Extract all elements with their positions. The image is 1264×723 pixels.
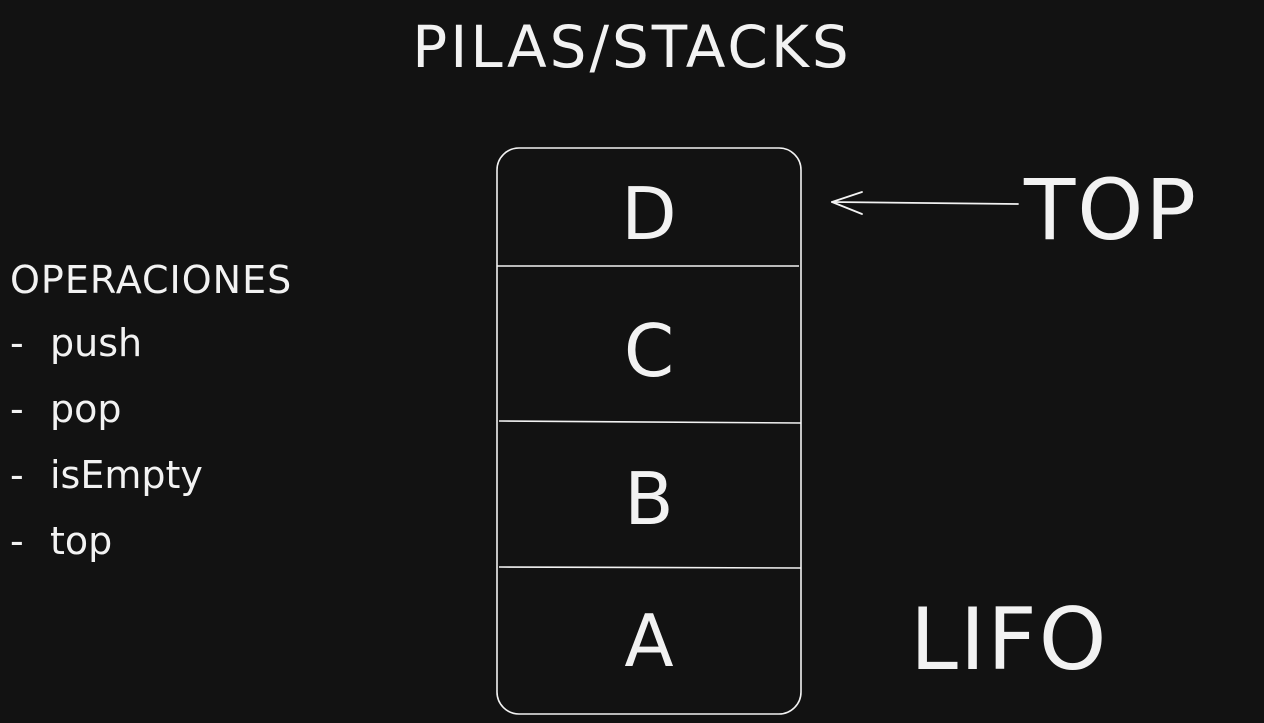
operation-bullet: -	[10, 321, 24, 365]
operation-bullet: -	[10, 453, 24, 497]
operation-item-pop: -pop	[10, 376, 292, 442]
stack-cell-c: C	[623, 309, 675, 393]
top-label: TOP	[1024, 161, 1199, 259]
stack-cell-d: D	[621, 172, 677, 256]
stack-cell-a: A	[624, 599, 674, 683]
operation-label: isEmpty	[50, 453, 203, 497]
operation-label: pop	[50, 387, 122, 431]
top-pointer-arrow	[831, 191, 1019, 215]
lifo-label: LIFO	[910, 590, 1109, 690]
diagram-title: PILAS/STACKS	[412, 13, 852, 81]
stack-cell-b: B	[624, 457, 674, 541]
operation-item-isempty: -isEmpty	[10, 442, 292, 508]
stack-divider	[498, 566, 802, 569]
operation-bullet: -	[10, 519, 24, 563]
operation-label: top	[50, 519, 113, 563]
operation-item-push: -push	[10, 310, 292, 376]
operations-panel: OPERACIONES -push -pop -isEmpty -top	[10, 250, 292, 574]
stack-divider	[498, 420, 802, 424]
operations-list: -push -pop -isEmpty -top	[10, 310, 292, 574]
operations-heading: OPERACIONES	[10, 258, 293, 302]
operation-item-top: -top	[10, 508, 292, 574]
operation-bullet: -	[10, 387, 24, 431]
stack-container	[496, 147, 802, 715]
operation-label: push	[50, 321, 143, 365]
